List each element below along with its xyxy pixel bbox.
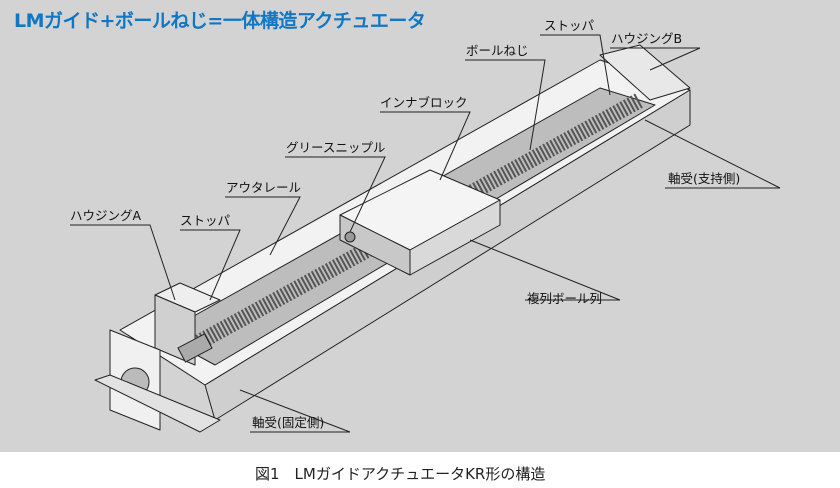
label-housing-b: ハウジングB [611,31,683,46]
base-plate [94,374,221,433]
outer-rail-side [204,89,691,421]
label-bearing-support: 軸受(支持側) [668,171,741,186]
label-bearing-fixed: 軸受(固定側) [252,415,325,430]
label-ball-screw: ボールねじ [466,43,529,58]
label-double-ball-rows: 複列ボール列 [527,291,603,306]
label-stopper-bottom: ストッパ [180,213,231,228]
label-housing-a: ハウジングA [70,208,142,223]
inner-block-front [339,214,411,276]
coupling [177,333,213,363]
grease-nipple [344,231,356,243]
actuator-illustration [70,34,781,433]
label-stopper-top: ストッパ [544,18,595,33]
leader-lines [70,34,781,433]
label-inner-block: インナブロック [380,95,468,110]
diagram-panel: LMガイド+ボールねじ=一体構造アクチュエータ [0,0,840,452]
diagram-title: LMガイド+ボールねじ=一体構造アクチュエータ [14,10,426,32]
figure-caption: 図1 LMガイドアクチュエータKR形の構造 [255,465,546,483]
label-grease-nipple: グリースニップル [286,140,386,155]
ball-screw [181,92,644,358]
label-outer-rail: アウタレール [226,180,302,195]
